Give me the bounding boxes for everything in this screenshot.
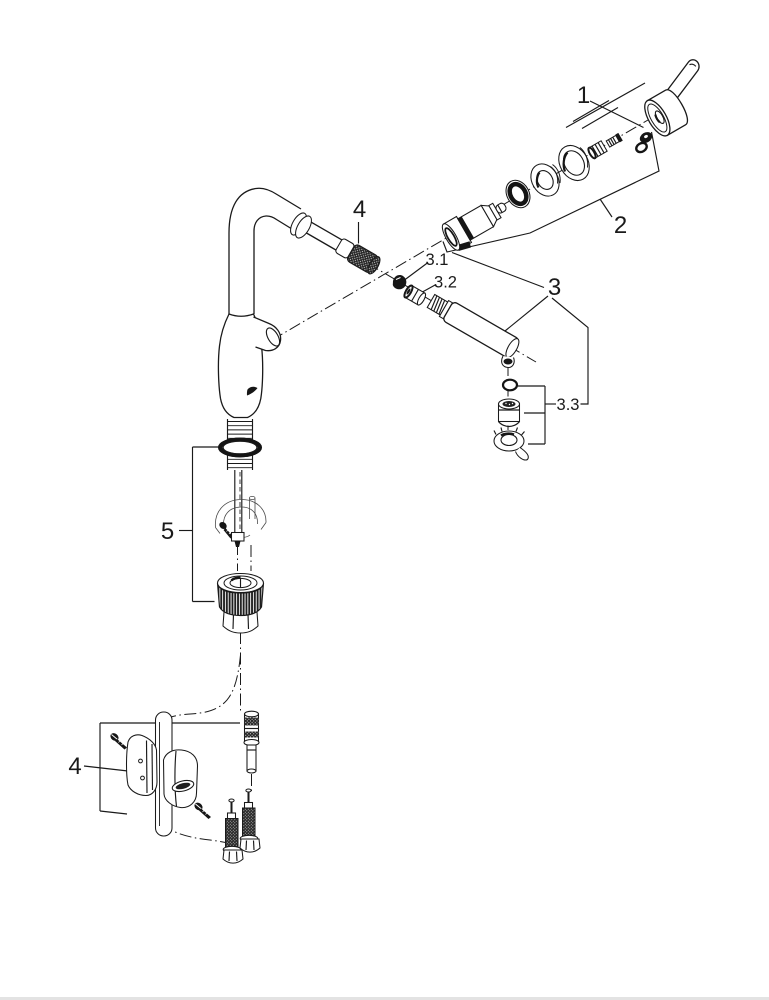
cartridge-port-face [265,327,281,347]
callout-lines [83,82,660,815]
callout-4-bottom: 4 [68,753,81,780]
check-valve-3-2 [403,284,427,306]
plug-3-1 [392,275,407,290]
callout-2: 2 [614,212,627,239]
lever-tip-seam [689,63,697,67]
clip-tab [515,447,529,461]
grub-screw [605,132,623,148]
callout-labels: 1 2 3 3.1 3.2 3.3 4 5 4 [68,82,627,780]
holder-hole-bottom [140,775,145,781]
cartridge [441,202,507,251]
supply-hose-right [239,788,261,853]
spout-ring-b [295,215,312,239]
aerator-end-face [367,256,381,275]
supply-hose-left [222,798,244,864]
mounting-nut [216,572,265,634]
holder-hole-top [138,758,143,764]
shank-o-ring [217,437,263,458]
stud-foot [230,531,245,547]
explosion-axis-cartridge [271,119,649,341]
fixing-set [215,470,267,634]
holder-screw-top [110,733,127,750]
callout-3: 3 [548,274,561,301]
plug-highlight [395,277,401,280]
holder-screw-bottom [194,802,211,819]
handle-plug-highlight [644,134,648,139]
faucet-body [217,187,381,470]
spout-tip-and-aerator [302,221,381,275]
cap-ring [558,144,590,182]
handle-assembly [635,59,700,154]
handle-o-ring [635,141,648,154]
washer-screw [219,521,233,539]
callout-1: 1 [577,82,590,109]
wall-holder [125,734,158,797]
callout-3-1: 3.1 [426,251,449,269]
cartridge-nut-ring [530,163,561,197]
hose-grip-clip [162,749,199,809]
adapter-sleeve [587,140,608,160]
spout-outer-edge [228,187,302,314]
cartridge-assembly [441,132,623,251]
mousseur-set [493,378,529,461]
spray-wand [426,293,520,358]
pull-out-spray [392,275,529,461]
spout-inner-edge [253,215,297,314]
callout-3-3: 3.3 [557,396,580,414]
nut-knurl-band [216,582,265,617]
callout-5: 5 [161,518,174,545]
body-logo-mark [246,386,258,396]
hose-route-in [163,654,241,721]
cartridge-o-ring [505,179,531,209]
mousseur-insert [497,398,521,428]
hose-and-holder [110,710,261,864]
horseshoe-washer [215,495,267,539]
mousseur-key-clip [493,427,529,461]
callout-3-2: 3.2 [434,274,457,292]
page-bottom-edge [0,996,769,1000]
hose-connector [243,710,260,774]
handle-cap [644,89,689,137]
wand-outlet [503,358,513,365]
callout-4-top: 4 [353,196,366,223]
mousseur-o-ring [501,378,519,392]
